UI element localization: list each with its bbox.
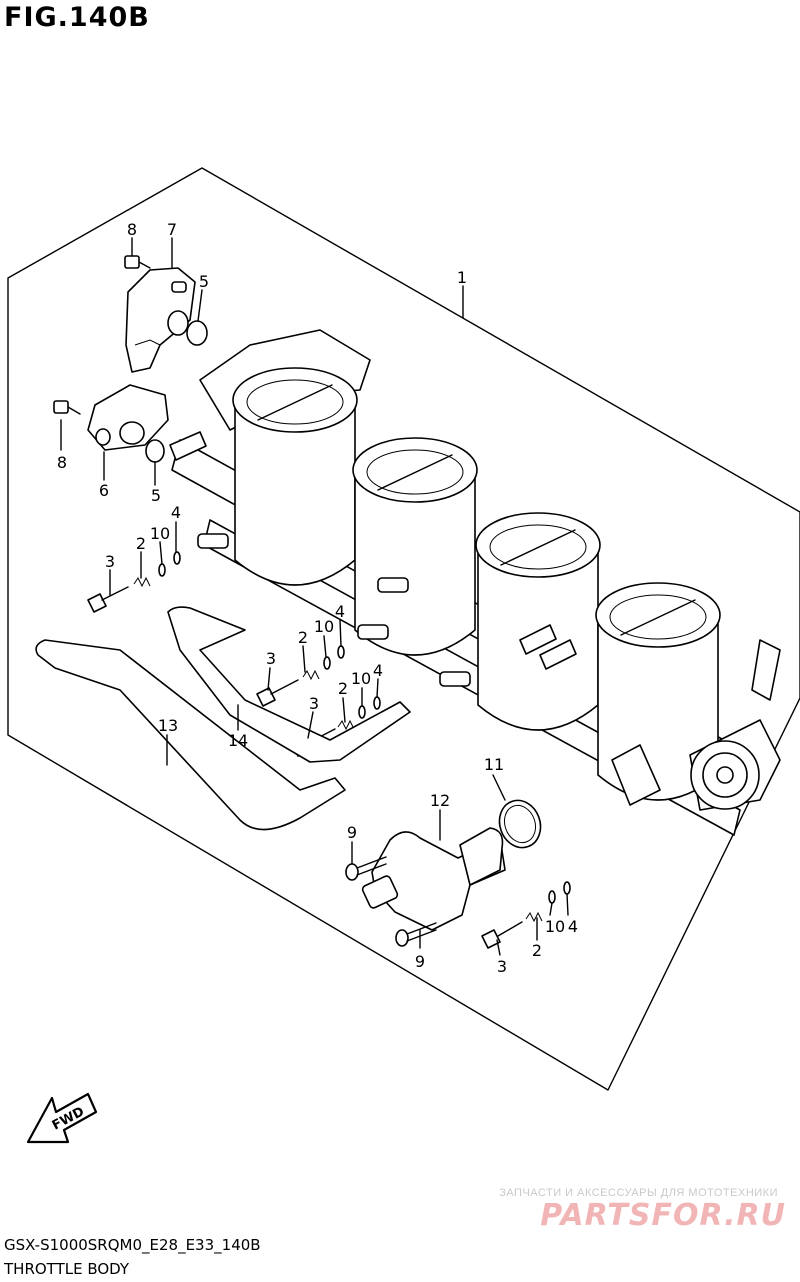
callout-5-lower: 5	[151, 486, 161, 505]
callout-11: 11	[484, 755, 504, 774]
barrel-4	[595, 582, 721, 801]
barrel-2	[352, 437, 478, 656]
assembly-boundary	[7, 167, 800, 1091]
throttle-position-sensor	[125, 267, 196, 373]
figure-code: GSX-S1000SRQM0_E28_E33_140B	[4, 1236, 261, 1254]
leader-lines	[60, 237, 569, 956]
callout-4-d: 4	[568, 917, 578, 936]
watermark-tagline: ЗАПЧАСТИ И АКСЕССУАРЫ ДЛЯ МОТОТЕХНИКИ	[499, 1187, 778, 1199]
callout-4-a: 4	[171, 503, 181, 522]
callout-2-b: 2	[298, 628, 308, 647]
idle-speed-control-valve	[361, 827, 506, 931]
callout-10-a: 10	[150, 524, 170, 543]
callout-3-a: 3	[105, 552, 115, 571]
watermark-logo: PARTSFOR.RU	[540, 1198, 786, 1233]
barrel-1	[232, 367, 358, 586]
callout-9-lower: 9	[415, 952, 425, 971]
callout-10-b: 10	[314, 617, 334, 636]
bolt-8-upper	[124, 255, 151, 269]
bolt-8-lower	[53, 400, 81, 415]
callout-3-d: 3	[497, 957, 507, 976]
callout-8-upper: 8	[127, 220, 137, 239]
adjuster-set-2	[256, 645, 345, 707]
callout-13: 13	[158, 716, 178, 735]
callout-2-c: 2	[338, 679, 348, 698]
callout-2-d: 2	[532, 941, 542, 960]
fwd-arrow: FWD	[26, 1092, 98, 1144]
callout-3-c: 3	[309, 694, 319, 713]
hose-14	[167, 606, 411, 763]
callout-14: 14	[228, 731, 248, 750]
screw-9-upper	[345, 856, 387, 881]
callout-10-d: 10	[545, 917, 565, 936]
callout-9-upper: 9	[347, 823, 357, 842]
callout-1: 1	[457, 268, 467, 287]
callout-5-upper: 5	[199, 272, 209, 291]
callout-7: 7	[167, 220, 177, 239]
callout-12: 12	[430, 791, 450, 810]
adjuster-set-4	[481, 881, 571, 949]
adjuster-set-1	[87, 551, 181, 613]
hose-13	[35, 639, 346, 831]
callout-3-b: 3	[266, 649, 276, 668]
figure-title: FIG.140B	[4, 2, 150, 33]
callout-2-a: 2	[136, 534, 146, 553]
callout-10-c: 10	[351, 669, 371, 688]
barrel-3	[475, 512, 601, 731]
figure-name: THROTTLE BODY	[4, 1260, 130, 1278]
o-ring-5-lower	[145, 439, 165, 463]
callout-8-lower: 8	[57, 453, 67, 472]
callout-6: 6	[99, 481, 109, 500]
throttle-body-assembly	[169, 329, 781, 836]
intake-pressure-sensor	[87, 384, 169, 451]
o-ring-5-upper	[186, 320, 208, 346]
screw-9-lower	[395, 922, 437, 947]
callout-4-c: 4	[373, 661, 383, 680]
callout-4-b: 4	[335, 602, 345, 621]
throttle-pulley	[611, 639, 781, 811]
